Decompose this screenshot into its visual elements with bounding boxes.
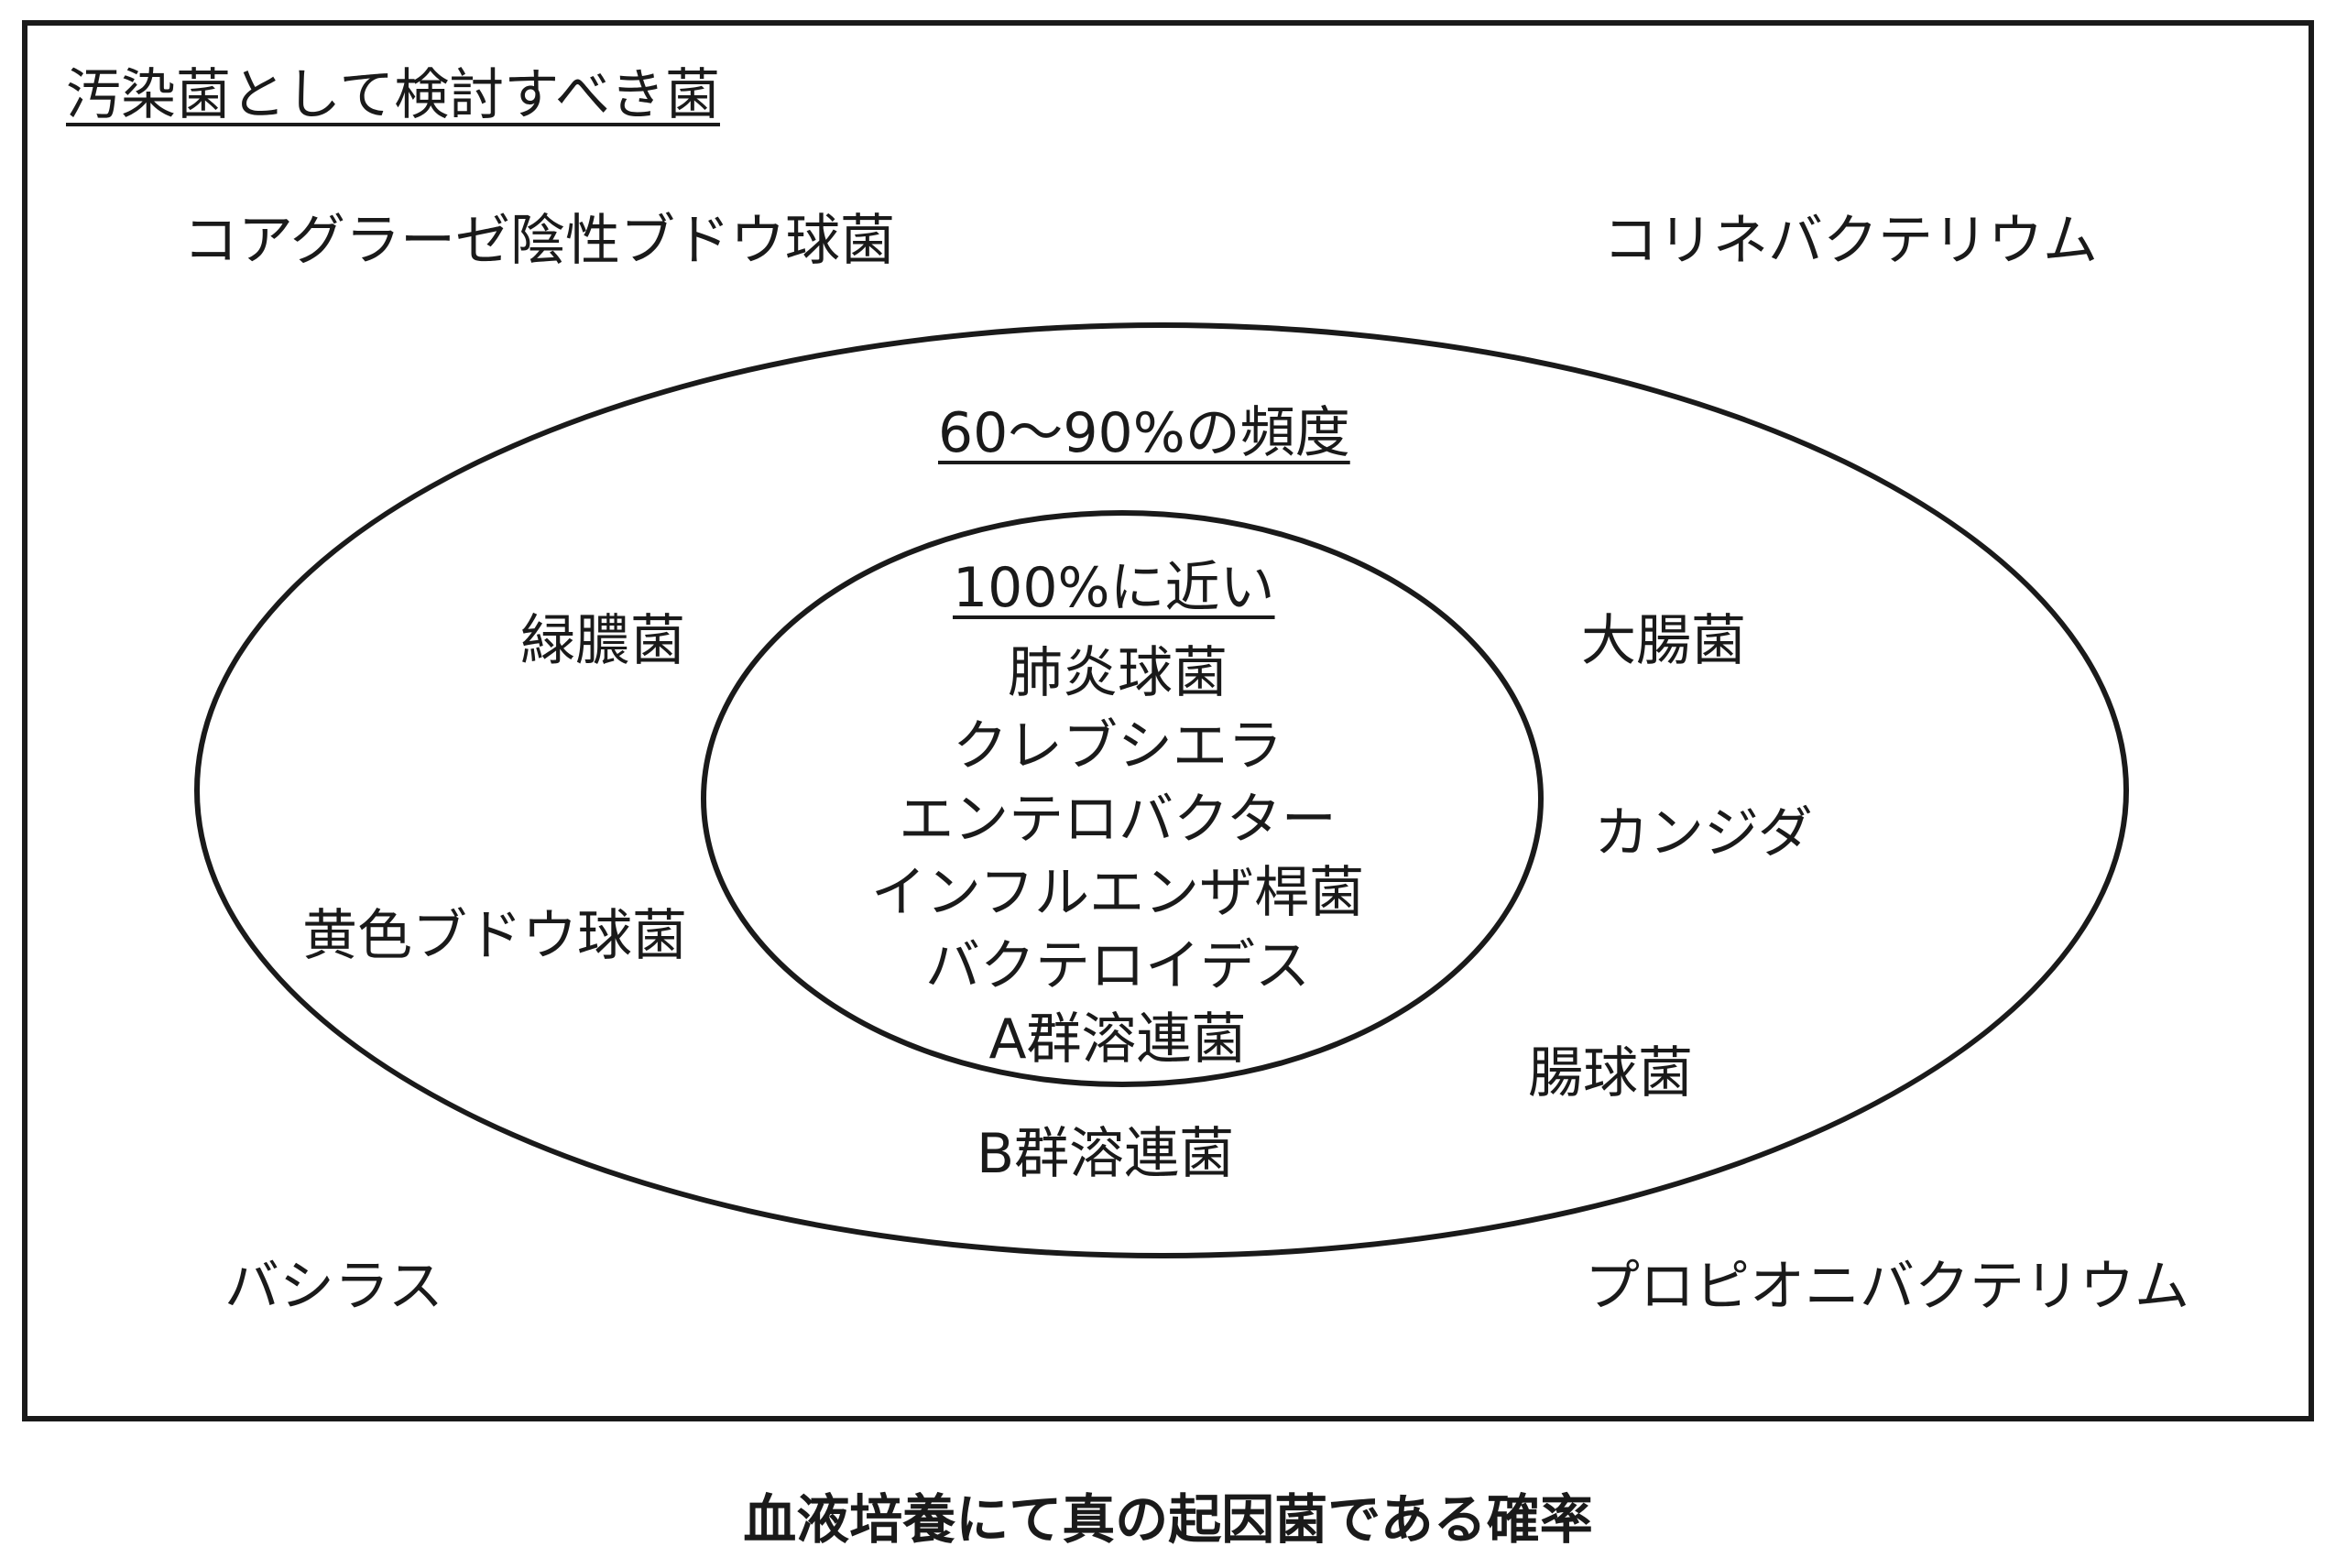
organism-cons: コアグラーゼ陰性ブドウ球菌 [183,209,895,273]
organism-group-b-strep: B群溶連菌 [977,1122,1235,1186]
organism-bacillus: バシラス [224,1255,443,1319]
inner-section-title: 100%に近い [953,556,1275,620]
organism-staph-aureus: 黄色ブドウ球菌 [302,904,687,968]
organism-klebsiella: クレブシエラ [953,714,1283,779]
organism-group-a-strep: A群溶連菌 [988,1007,1247,1072]
organism-enterococcus: 腸球菌 [1528,1041,1693,1105]
organism-propionibacterium: プロピオニバクテリウム [1585,1255,2189,1319]
organism-pneumococcus: 肺炎球菌 [1008,641,1228,705]
organism-e-coli: 大腸菌 [1581,609,1746,673]
organism-candida: カンジダ [1594,801,1813,866]
organism-pseudomonas: 緑膿菌 [520,609,685,673]
inner-organism-list: 肺炎球菌 クレブシエラ エンテロバクター インフルエンザ桿菌 バクテロイデス A… [824,637,1411,1076]
contaminant-region-box [22,20,2314,1421]
middle-section-title: 60～90%の頻度 [938,401,1350,465]
near-certain-ellipse [701,510,1544,1087]
organism-bacteroides: バクテロイデス [925,934,1310,998]
contaminant-section-title: 汚染菌として検討すべき菌 [66,63,720,127]
middle-frequency-ellipse [194,322,2129,1258]
organism-h-influenzae: インフルエンザ桿菌 [870,861,1365,925]
organism-corynebacterium: コリネバクテリウム [1603,209,2098,273]
organism-enterobacter: エンテロバクター [899,788,1337,852]
figure-caption: 血液培養にて真の起因菌である確率 [743,1488,1593,1551]
